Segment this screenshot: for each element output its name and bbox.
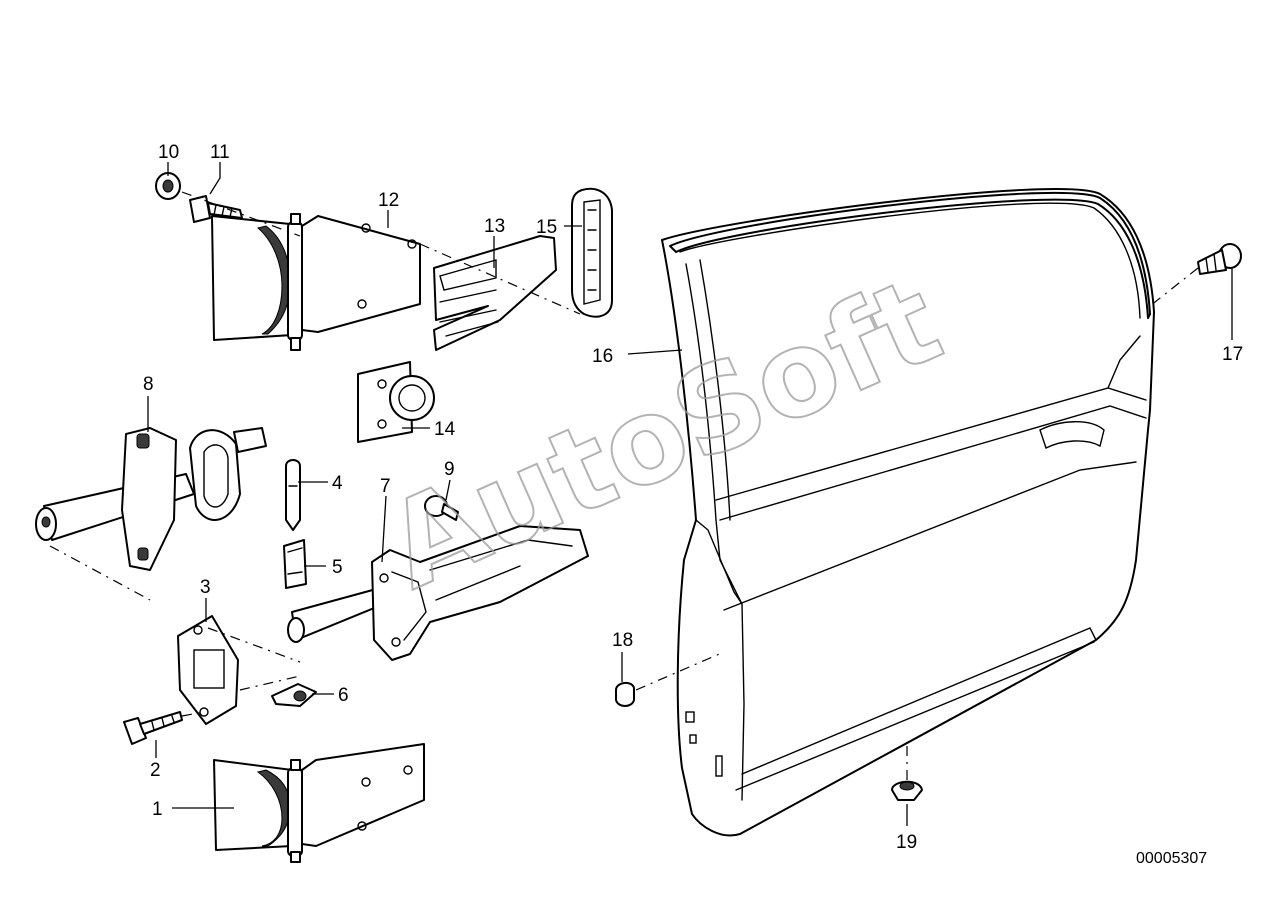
shim-plate-part-13[interactable] [433, 235, 557, 351]
lower-hinge-part-1[interactable] [213, 743, 425, 863]
axis-line-plate [207, 627, 301, 663]
door-shell-part-16[interactable] [661, 188, 1155, 837]
callout-5: 5 [332, 557, 343, 578]
check-arm-part-7[interactable] [287, 525, 589, 661]
door-check-part-8[interactable] [35, 427, 267, 571]
bolt-part-2[interactable] [123, 711, 183, 745]
bolt-part-9[interactable] [424, 495, 459, 521]
axis-line-plug [635, 651, 725, 691]
callout-14: 14 [434, 419, 456, 440]
callout-19: 19 [896, 832, 917, 853]
callout-7: 7 [380, 476, 391, 497]
bolt-part-11[interactable] [189, 195, 243, 223]
callout-6: 6 [338, 685, 349, 706]
callout-18: 18 [612, 630, 633, 651]
document-number: 00005307 [1136, 850, 1207, 867]
axis-line-bolt [181, 711, 205, 717]
axis-line-plate-lower [239, 675, 301, 691]
upper-hinge-part-12[interactable] [211, 213, 421, 351]
hinge-pin-part-4[interactable] [285, 459, 301, 531]
clip-part-19[interactable] [891, 780, 923, 801]
plug-part-18[interactable] [615, 682, 635, 707]
callout-17: 17 [1222, 344, 1243, 365]
axis-line-check-strap [49, 545, 151, 601]
grommet-part-15[interactable] [571, 187, 613, 318]
callout-9: 9 [444, 459, 455, 480]
callout-13: 13 [484, 216, 505, 237]
callout-8: 8 [143, 374, 154, 395]
callout-10: 10 [158, 142, 179, 163]
axis-line-upper-hinge [181, 191, 301, 237]
callout-2: 2 [150, 760, 161, 781]
clip-part-17[interactable] [1197, 243, 1242, 275]
reinforcement-plate-part-3[interactable] [177, 615, 239, 725]
callout-11: 11 [210, 142, 230, 163]
callout-labels: 10 11 12 13 15 16 17 8 14 4 7 9 5 3 6 2 … [143, 142, 1243, 853]
callout-12: 12 [378, 190, 399, 211]
leader-lines [147, 162, 1233, 826]
callout-4: 4 [332, 473, 343, 494]
axis-line-shim [419, 243, 581, 315]
bushing-part-5[interactable] [283, 539, 307, 589]
nut-part-10[interactable] [155, 172, 181, 200]
spacer-plate-part-14[interactable] [357, 361, 435, 443]
callout-15: 15 [536, 217, 557, 238]
callout-3: 3 [200, 577, 211, 598]
axis-line-clip-17 [1149, 267, 1199, 307]
callout-16: 16 [592, 346, 613, 367]
callout-1: 1 [152, 799, 163, 820]
clip-part-6[interactable] [271, 683, 317, 707]
